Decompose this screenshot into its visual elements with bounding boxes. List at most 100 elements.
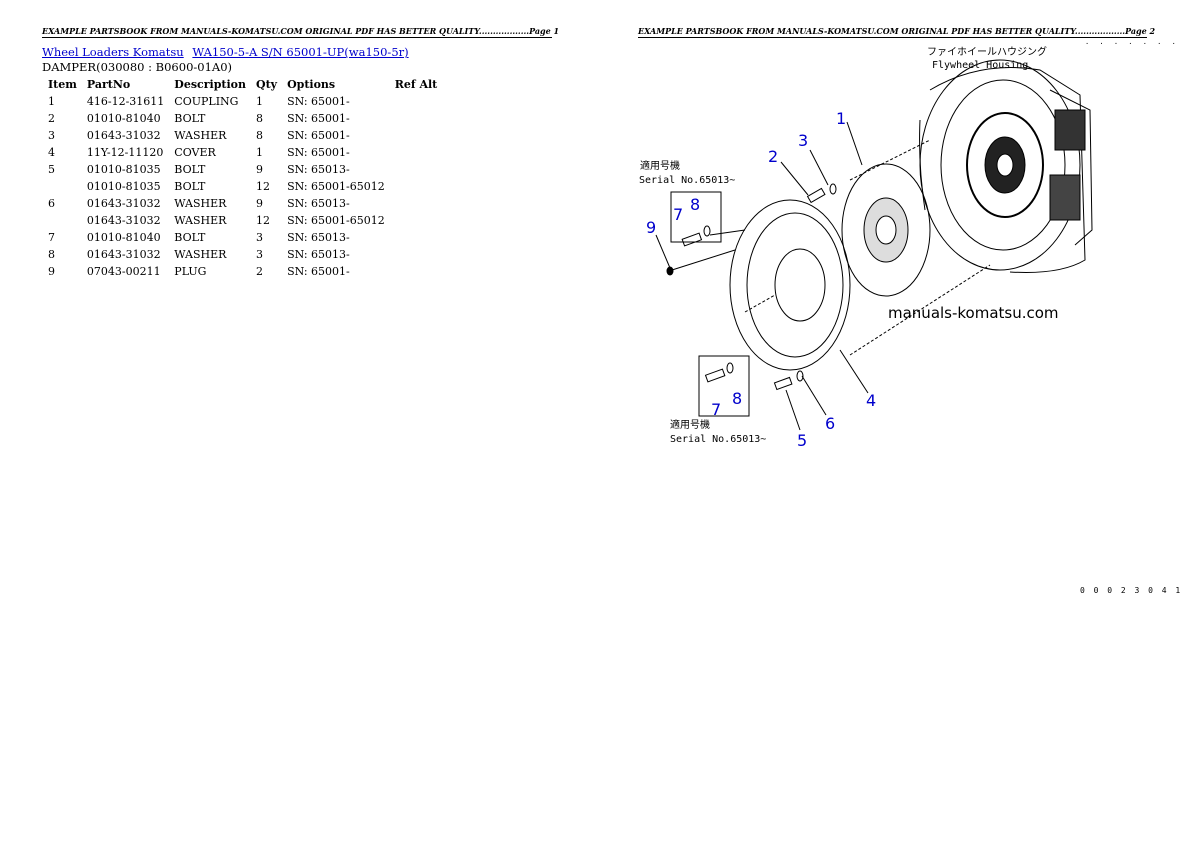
housing-label-en: Flywheel Housing	[932, 60, 1028, 71]
table-header-row: Item PartNo Description Qty Options Ref …	[42, 76, 441, 93]
table-cell	[389, 195, 442, 212]
table-cell: 3	[48, 129, 55, 142]
table-cell: 1	[256, 95, 263, 108]
table-cell: 01010-81035	[86, 180, 161, 193]
breadcrumb: Wheel Loaders Komatsu WA150-5-A S/N 6500…	[42, 45, 414, 59]
breadcrumb-link-category[interactable]: Wheel Loaders Komatsu	[42, 45, 184, 59]
table-cell: 3	[256, 248, 263, 261]
table-cell	[389, 161, 442, 178]
serial-label-en-lower: Serial No.65013~	[670, 434, 766, 445]
callout-7-upper: 7	[673, 205, 683, 224]
serial-label-jp-upper: 適用号機	[640, 159, 680, 172]
table-cell: 2	[48, 112, 55, 125]
table-cell: SN: 65013-	[287, 248, 350, 261]
table-cell: COUPLING	[174, 95, 239, 108]
table-cell: BOLT	[174, 112, 206, 125]
column-header: Description	[174, 78, 246, 91]
table-cell: 5	[48, 163, 55, 176]
table-cell: 7	[48, 231, 55, 244]
table-cell: 3	[256, 231, 263, 244]
table-cell: 1	[256, 146, 263, 159]
table-cell	[389, 178, 442, 195]
callout-3: 3	[798, 131, 808, 150]
table-cell: SN: 65013-	[287, 163, 350, 176]
serial-label-en-upper: Serial No.65013~	[639, 175, 735, 186]
washer-drawing	[666, 183, 837, 382]
table-cell: 01643-31032	[86, 214, 161, 227]
cover-drawing	[729, 199, 851, 371]
table-cell: 8	[48, 248, 55, 261]
table-cell	[389, 229, 442, 246]
detail-box-upper	[670, 191, 722, 243]
table-cell	[389, 144, 442, 161]
table-cell: 01643-31032	[86, 248, 161, 261]
table-cell: 01643-31032	[86, 197, 161, 210]
table-row: 4 11Y-12-11120 COVER 1 SN: 65001-	[42, 144, 441, 161]
table-cell: 9	[256, 197, 263, 210]
page1-header: EXAMPLE PARTSBOOK FROM MANUALS-KOMATSU.C…	[42, 26, 560, 38]
table-cell: SN: 65013-	[287, 231, 350, 244]
callout-4: 4	[866, 391, 876, 410]
callout-2: 2	[768, 147, 778, 166]
column-header: Qty	[256, 78, 278, 91]
table-cell: 01010-81035	[86, 163, 161, 176]
callout-6: 6	[825, 414, 835, 433]
table-cell: SN: 65001-	[287, 146, 350, 159]
detail-box-lower	[698, 355, 750, 417]
table-cell: SN: 65001-	[287, 112, 350, 125]
figure-code: 0 0 0 2 3 0 4 1	[1080, 586, 1183, 595]
table-cell: WASHER	[174, 214, 227, 227]
table-cell: 1	[48, 95, 55, 108]
callout-9: 9	[646, 218, 656, 237]
table-row: 5 01010-81035 BOLT 9 SN: 65013-	[42, 161, 441, 178]
table-cell: 01010-81040	[86, 231, 161, 244]
table-cell: COVER	[174, 146, 216, 159]
table-cell: 01010-81040	[86, 112, 161, 125]
table-cell	[389, 246, 442, 263]
callout-8-lower: 8	[732, 389, 742, 408]
figure-top-code: · · · · · · ·	[1085, 40, 1179, 48]
column-header: Item	[48, 78, 77, 91]
table-cell: BOLT	[174, 180, 206, 193]
callout-5: 5	[797, 431, 807, 450]
table-cell: SN: 65001-	[287, 95, 350, 108]
table-cell: 2	[256, 265, 263, 278]
exploded-parts-diagram: ファイホイールハウジング Flywheel Housing 適用号機 Seria…	[639, 45, 1093, 450]
table-cell	[389, 110, 442, 127]
table-cell	[389, 263, 442, 280]
table-cell: 11Y-12-11120	[86, 146, 164, 159]
breadcrumb-link-model[interactable]: WA150-5-A S/N 65001-UP(wa150-5r)	[192, 45, 409, 59]
table-cell: PLUG	[174, 265, 207, 278]
table-cell: BOLT	[174, 163, 206, 176]
table-cell: 12	[256, 214, 270, 227]
callout-1: 1	[836, 109, 846, 128]
serial-label-jp-lower: 適用号機	[670, 418, 710, 431]
callout-7-lower: 7	[711, 400, 721, 419]
page2-header: EXAMPLE PARTSBOOK FROM MANUALS-KOMATSU.C…	[638, 26, 1156, 38]
callout-8-upper: 8	[690, 195, 700, 214]
table-cell: 9	[48, 265, 55, 278]
table-cell: WASHER	[174, 129, 227, 142]
section-title: DAMPER(030080 : B0600-01A0)	[42, 60, 233, 74]
column-header: PartNo	[86, 78, 131, 91]
table-cell: 07043-00211	[86, 265, 161, 278]
table-cell: WASHER	[174, 248, 227, 261]
table-cell: 8	[256, 129, 263, 142]
watermark-text: manuals-komatsu.com	[888, 304, 1059, 322]
table-cell: 4	[48, 146, 55, 159]
table-cell: WASHER	[174, 197, 227, 210]
housing-label-jp: ファイホイールハウジング	[927, 45, 1047, 58]
table-cell: 9	[256, 163, 263, 176]
table-cell: 01643-31032	[86, 129, 161, 142]
table-cell	[389, 127, 442, 144]
flywheel-housing-drawing	[919, 59, 1093, 273]
table-cell: SN: 65001-65012	[287, 180, 385, 193]
parts-table: Item PartNo Description Qty Options Ref …	[42, 76, 441, 280]
